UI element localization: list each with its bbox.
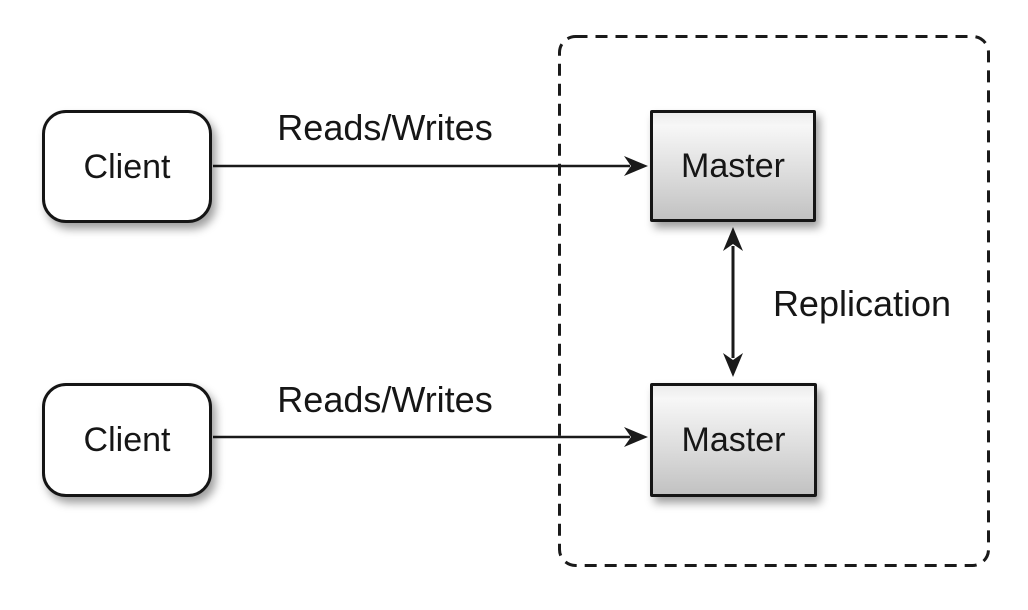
client-top-label: Client <box>83 147 171 186</box>
master-top-node: Master <box>650 110 816 222</box>
replication-label: Replication <box>772 283 952 324</box>
client-bottom-label: Client <box>83 421 171 459</box>
reads-writes-arrow-top <box>213 156 648 176</box>
replication-cluster-border <box>558 35 990 567</box>
client-bottom-node: Client <box>42 383 212 497</box>
arrowhead-right-icon <box>624 427 648 447</box>
replication-arrow <box>723 227 743 377</box>
arrowhead-down-icon <box>723 353 743 377</box>
client-top-node: Client <box>42 110 212 223</box>
master-bottom-label: Master <box>681 421 786 459</box>
arrowhead-up-icon <box>723 227 743 251</box>
reads-writes-arrow-bottom <box>213 427 648 447</box>
reads-writes-label-bottom: Reads/Writes <box>277 379 493 420</box>
master-top-label: Master <box>681 147 785 185</box>
arrowhead-right-icon <box>624 156 648 176</box>
reads-writes-label-top: Reads/Writes <box>277 107 493 148</box>
master-bottom-node: Master <box>650 383 817 497</box>
